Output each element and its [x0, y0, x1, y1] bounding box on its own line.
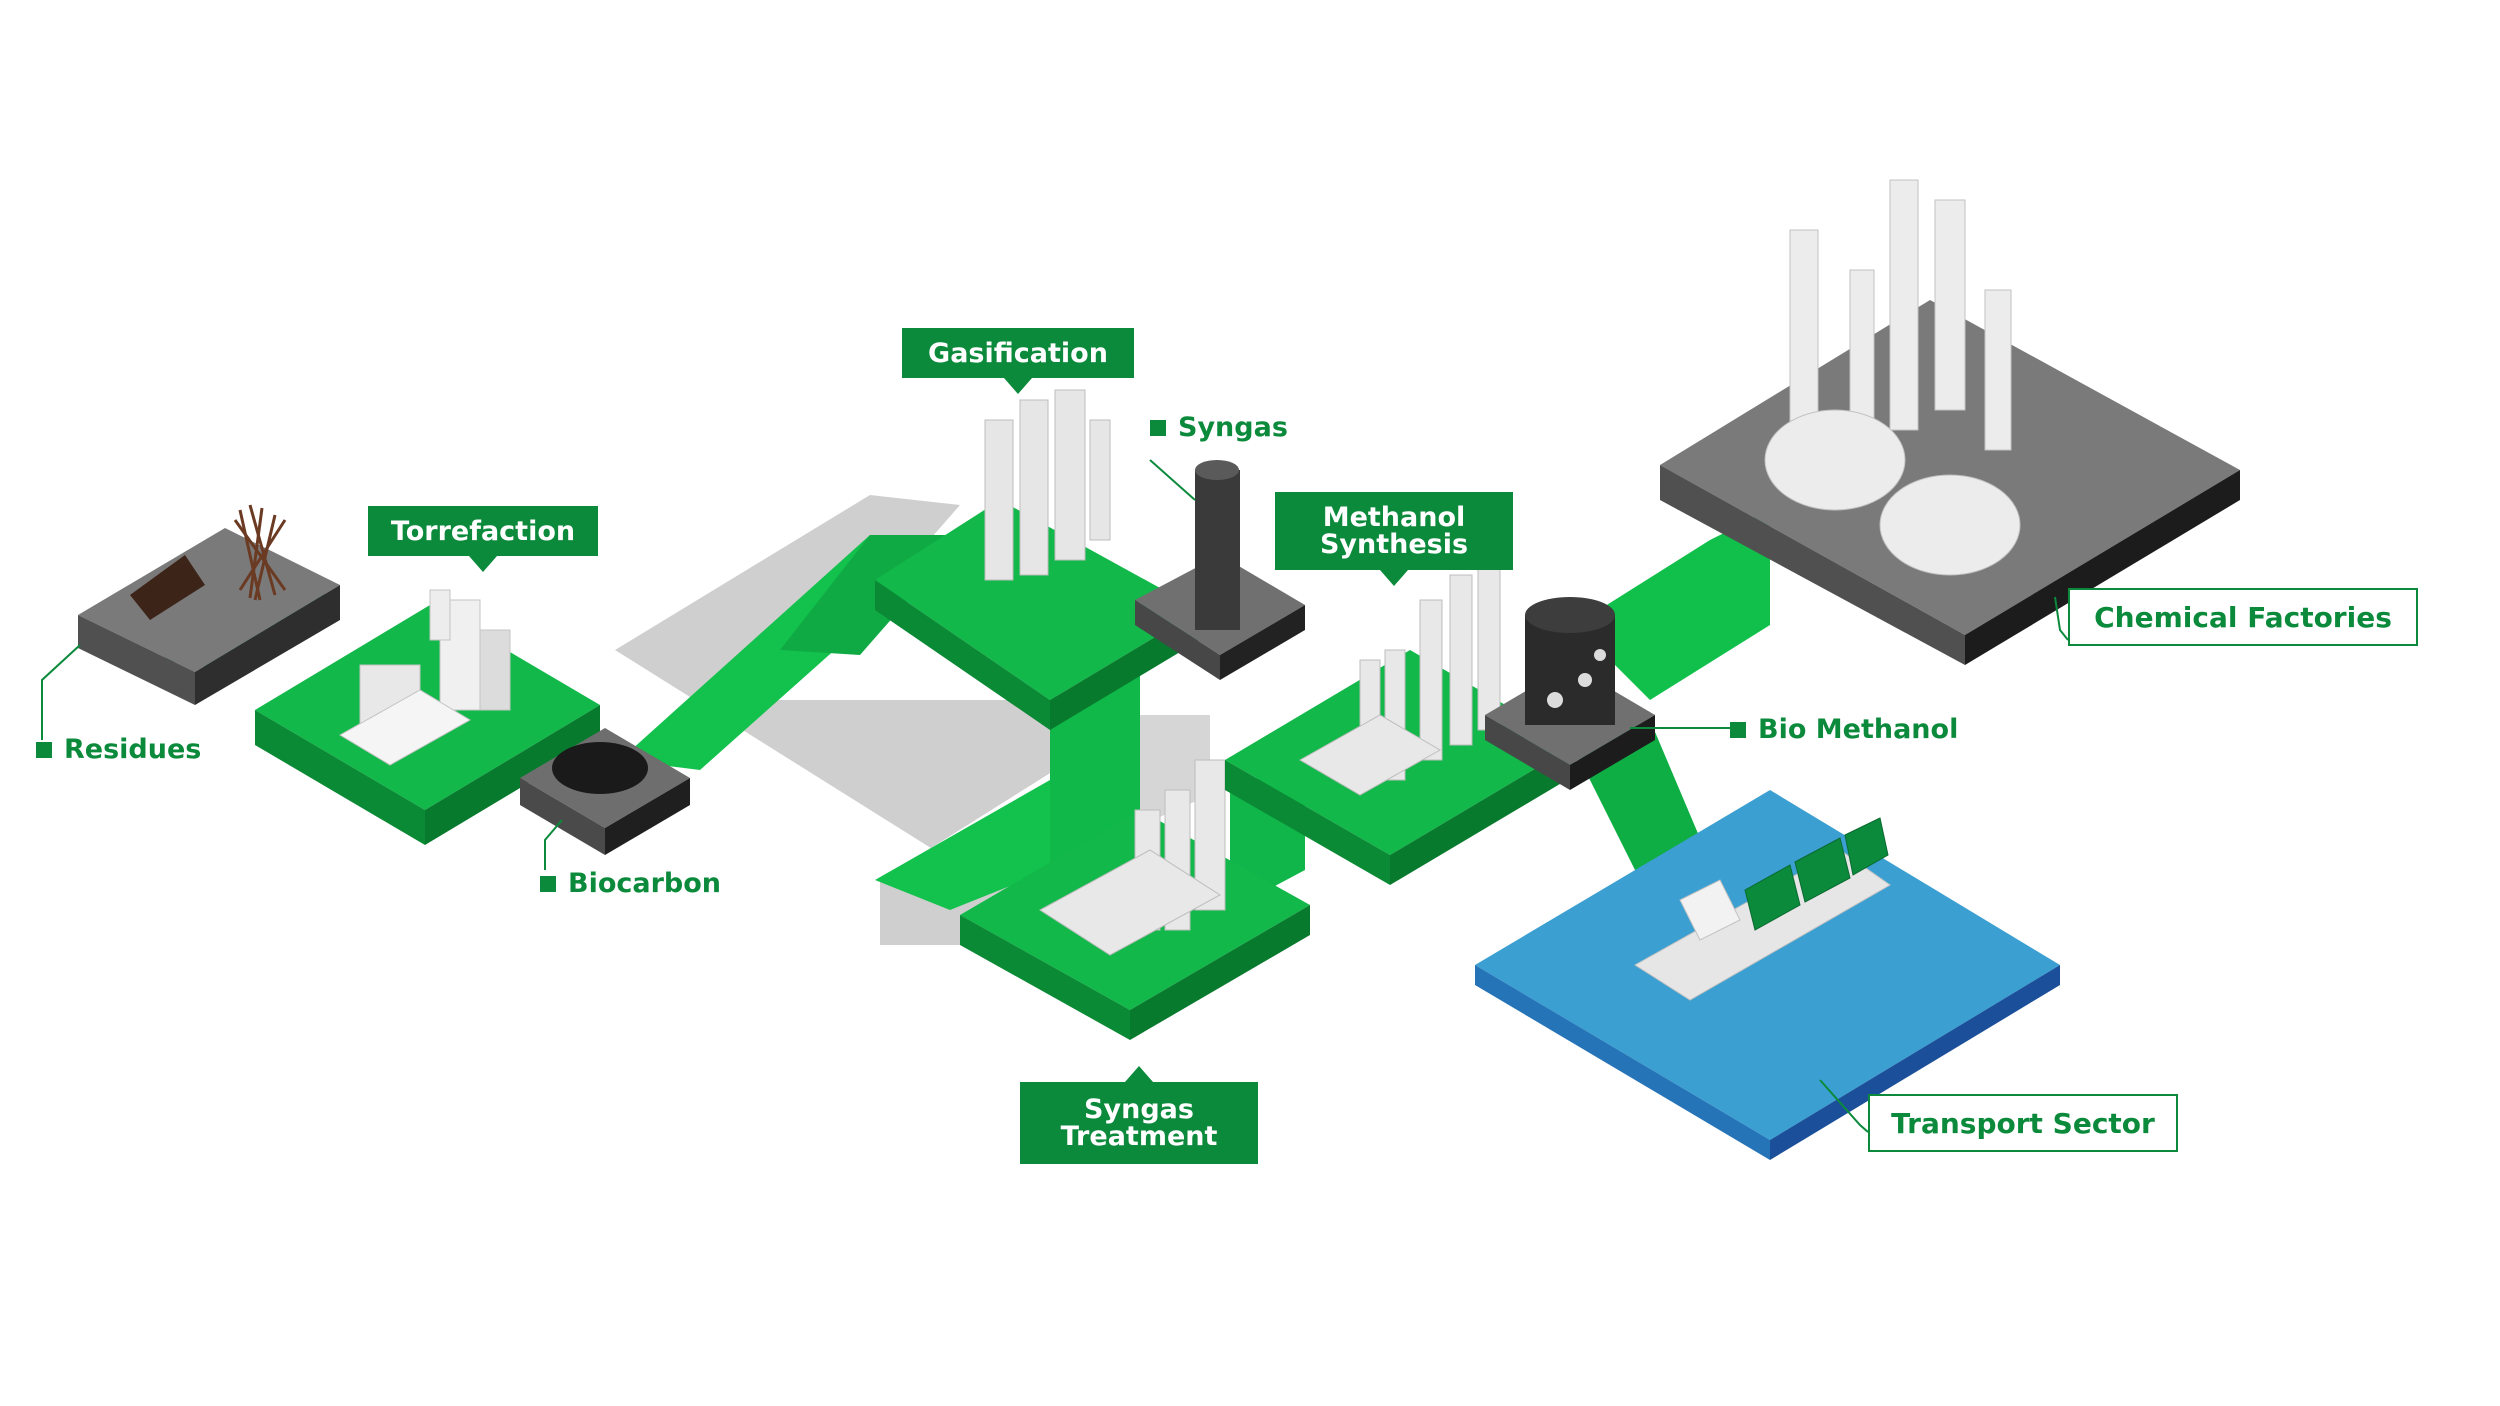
gasification-pointer [1004, 378, 1032, 394]
biocarbon-square-icon [540, 875, 556, 892]
torrefaction-platform [255, 589, 600, 845]
torrefaction-pointer [469, 556, 497, 572]
syngas-treatment-platform [960, 759, 1310, 1040]
chemical-factories-platform [1660, 179, 2240, 665]
bio-methanol-square-icon [1730, 721, 1746, 738]
methanol-synthesis-platform [1225, 559, 1575, 885]
biocarbon-platform [520, 728, 690, 855]
torrefaction-text: Torrefaction [390, 515, 576, 547]
transport-sector-platform [1475, 790, 2060, 1160]
residues-tag: Residues [36, 736, 201, 763]
syngas-treatment-line1: Syngas [1084, 1094, 1194, 1125]
gasification-platform [875, 389, 1200, 730]
torrefaction-label: Torrefaction [368, 506, 598, 572]
syngas-tag: Syngas [1150, 414, 1288, 441]
bio-methanol-text: Bio Methanol [1758, 714, 1959, 745]
syngas-treatment-label: Syngas Treatment [1020, 1066, 1258, 1164]
syngas-treatment-line2: Treatment [1060, 1121, 1218, 1152]
methanol-line2: Synthesis [1319, 529, 1469, 560]
methanol-pointer [1380, 570, 1408, 586]
transport-sector-label: Transport Sector [1868, 1094, 2178, 1152]
syngas-treatment-pointer [1125, 1066, 1153, 1082]
chemical-factories-text: Chemical Factories [2094, 600, 2392, 634]
chemical-factories-label: Chemical Factories [2068, 588, 2418, 646]
bio-methanol-tank [1485, 597, 1655, 790]
leader-lines [41, 459, 2069, 1133]
gasification-text: Gasification [928, 337, 1108, 369]
syngas-square-icon [1150, 419, 1166, 436]
syngas-tower [1135, 460, 1305, 680]
residues-text: Residues [64, 734, 202, 765]
bio-methanol-tag: Bio Methanol [1730, 716, 1958, 743]
syngas-text: Syngas [1178, 412, 1288, 443]
methanol-line1: Methanol [1322, 502, 1466, 533]
gasification-label: Gasification [902, 328, 1134, 394]
biocarbon-text: Biocarbon [568, 868, 722, 899]
methanol-synthesis-label: Methanol Synthesis [1275, 492, 1513, 586]
residues-platform [78, 504, 340, 705]
transport-sector-text: Transport Sector [1891, 1106, 2155, 1140]
residues-square-icon [36, 741, 52, 758]
biocarbon-tag: Biocarbon [540, 870, 721, 897]
